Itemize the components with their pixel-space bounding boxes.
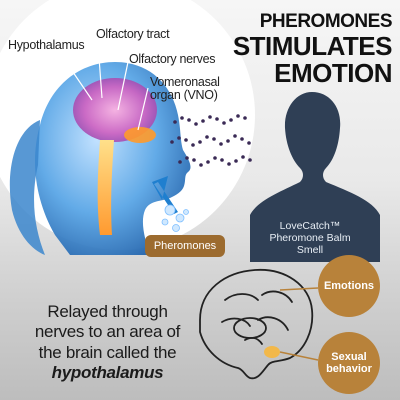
silhouette-caption: LoveCatch™ Pheromone Balm Smell	[260, 220, 360, 256]
hypothalamus-highlight	[264, 346, 280, 358]
inhale-arrow-icon	[152, 176, 178, 214]
relay-line-3: the brain called the	[38, 342, 177, 362]
sexual-line-2: behavior	[326, 363, 372, 375]
label-hypothalamus: Hypothalamus	[8, 38, 85, 52]
sexual-line-1: Sexual	[331, 350, 367, 363]
head-illustration	[9, 62, 191, 255]
label-vno-line-1: Vomeronasal	[150, 75, 220, 89]
scent-trails	[170, 114, 252, 167]
title-line-3: EMOTION	[274, 58, 392, 88]
label-olfactory-nerves: Olfactory nerves	[129, 52, 216, 66]
relay-line-2: nerves to an area of	[34, 322, 181, 342]
relay-line-1: Relayed through	[47, 302, 168, 321]
brain-shape	[73, 78, 157, 142]
pheromones-badge: Pheromones	[145, 235, 225, 257]
label-vno: Vomeronasal organ (VNO)	[150, 75, 220, 103]
silhouette-line-3: Smell	[296, 244, 324, 257]
label-olfactory-tract: Olfactory tract	[96, 27, 170, 41]
man-silhouette	[250, 92, 380, 262]
title-line-2: STIMULATES	[232, 31, 393, 61]
label-vno-line-2: organ (VNO)	[150, 88, 218, 103]
relay-caption: Relayed through nerves to an area of the…	[20, 302, 195, 384]
emotions-circle: Emotions	[318, 255, 380, 317]
sexual-behavior-circle: Sexual behavior	[318, 332, 380, 394]
page-title: PHEROMONES STIMULATES EMOTION	[232, 11, 393, 88]
connector-lines	[279, 287, 319, 361]
bubbles-icon	[161, 204, 189, 232]
silhouette-line-2: Pheromone Balm	[269, 232, 351, 245]
silhouette-line-1: LoveCatch™	[279, 220, 341, 232]
relay-highlight: hypothalamus	[51, 363, 164, 383]
spine	[97, 140, 114, 235]
leader-lines	[61, 43, 149, 131]
brain-diagram	[199, 269, 314, 380]
title-line-1: PHEROMONES	[259, 11, 393, 32]
